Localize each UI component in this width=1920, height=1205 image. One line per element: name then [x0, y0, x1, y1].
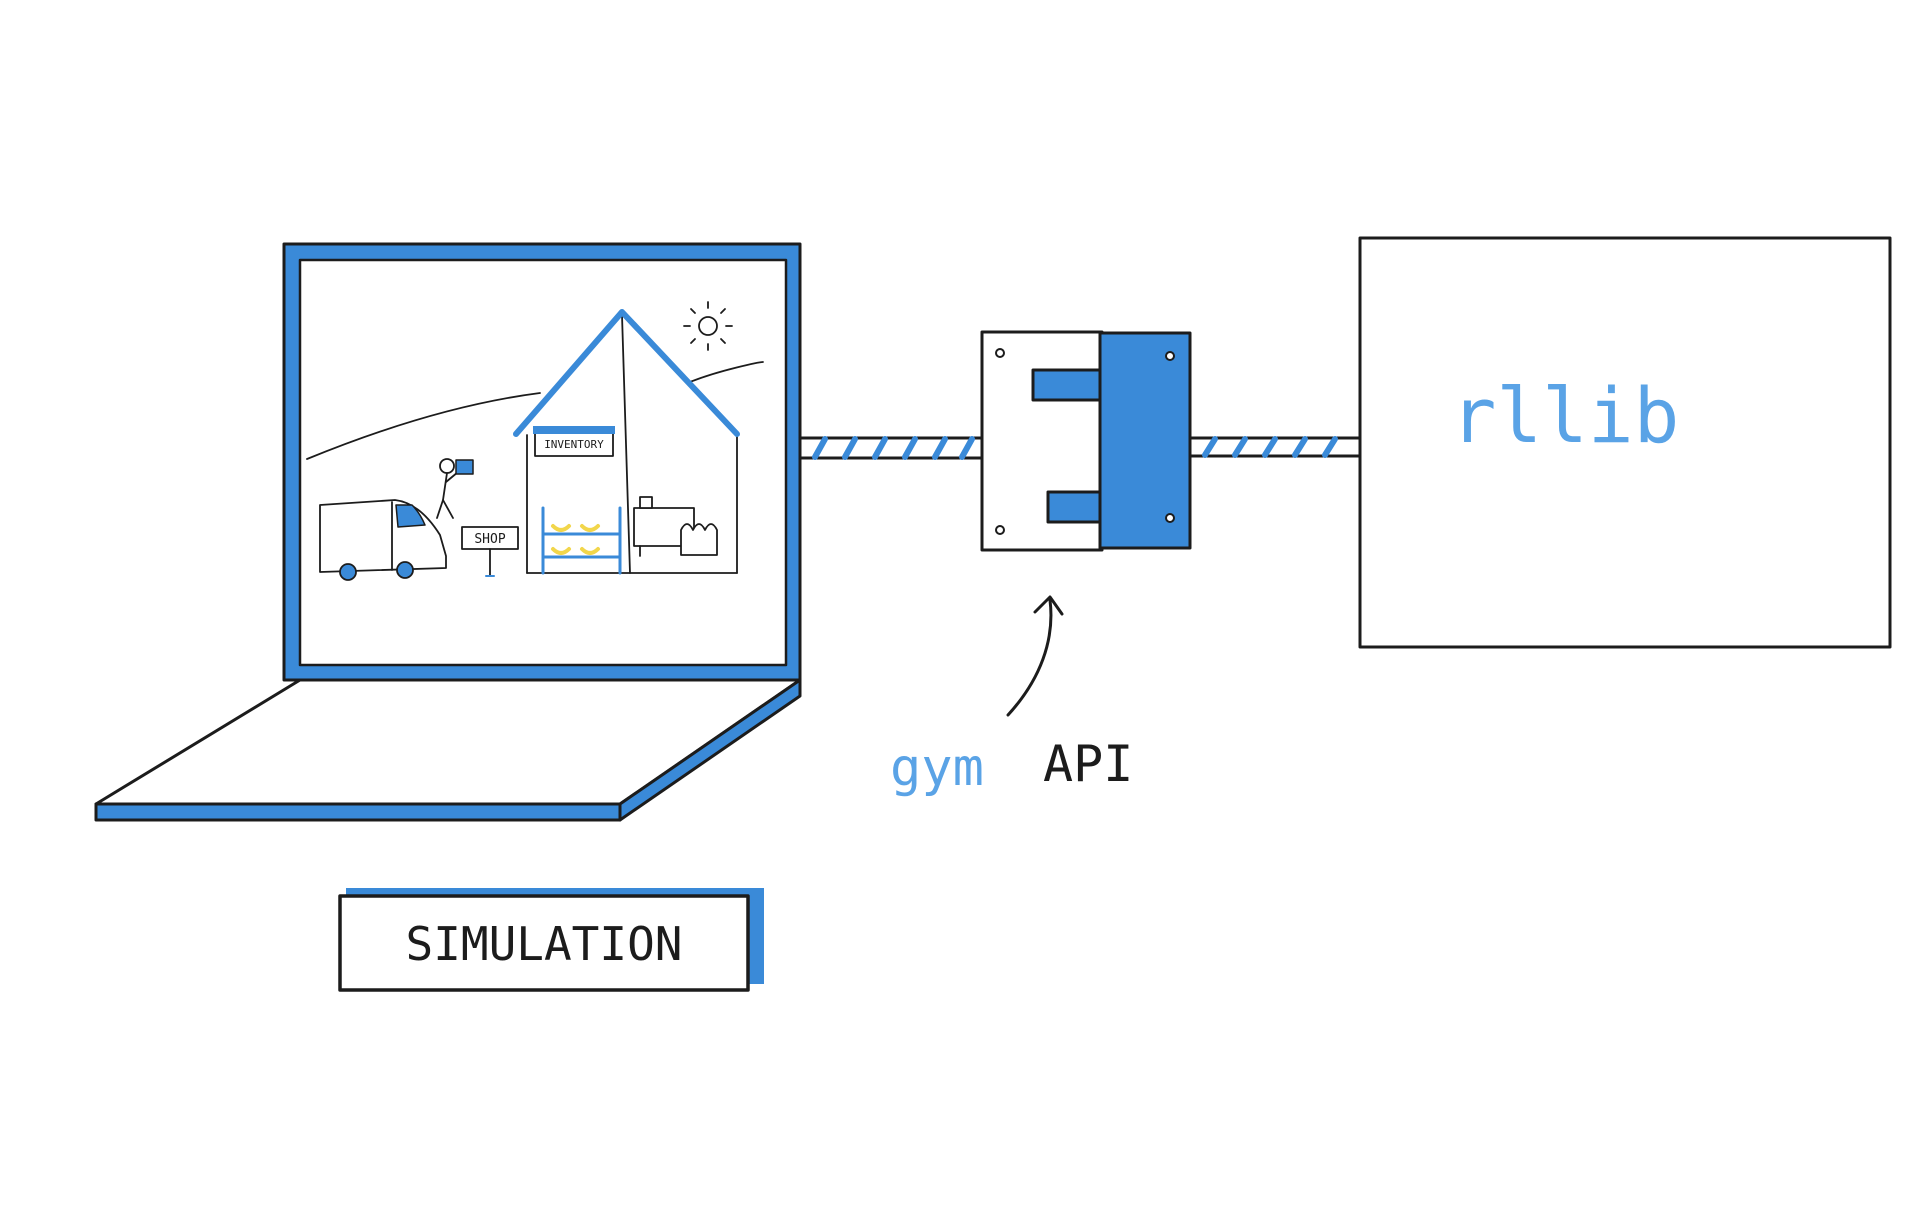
inventory-sign-text: INVENTORY [544, 438, 604, 451]
laptop-keyboard-deck [94, 678, 802, 806]
shop-sign: SHOP [461, 526, 519, 577]
gym-label: gym [890, 738, 984, 798]
sun-icon [683, 301, 733, 351]
inventory-sign [534, 429, 614, 457]
simulation-label: SIMULATION [406, 917, 683, 971]
van-icon [319, 499, 447, 581]
connector-prong-bottom [1046, 490, 1105, 524]
rllib-box [1358, 236, 1892, 649]
arrow-up-icon [1006, 595, 1064, 717]
cable-left [798, 436, 984, 460]
connector-block [1098, 331, 1192, 550]
hill-line-right [689, 361, 764, 383]
shop-sign-text: SHOP [474, 532, 505, 547]
connector-prong-top [1031, 368, 1105, 402]
warehouse-roof [513, 309, 740, 437]
laptop [94, 242, 802, 822]
rllib-label: rllib [1451, 371, 1680, 460]
api-connector [980, 330, 1192, 552]
shelf [541, 506, 622, 575]
hill-line [306, 392, 541, 460]
simulation-badge: SIMULATION [338, 888, 764, 992]
api-label: API [1043, 735, 1133, 793]
simulation-scene: INVENTORY [306, 301, 764, 581]
warehouse: INVENTORY [513, 309, 740, 575]
cable-right [1188, 436, 1362, 458]
laptop-base-front [94, 802, 622, 822]
person-icon [436, 458, 474, 519]
desk [633, 496, 718, 557]
laptop-base-side [618, 678, 802, 822]
laptop-screen [298, 258, 788, 667]
